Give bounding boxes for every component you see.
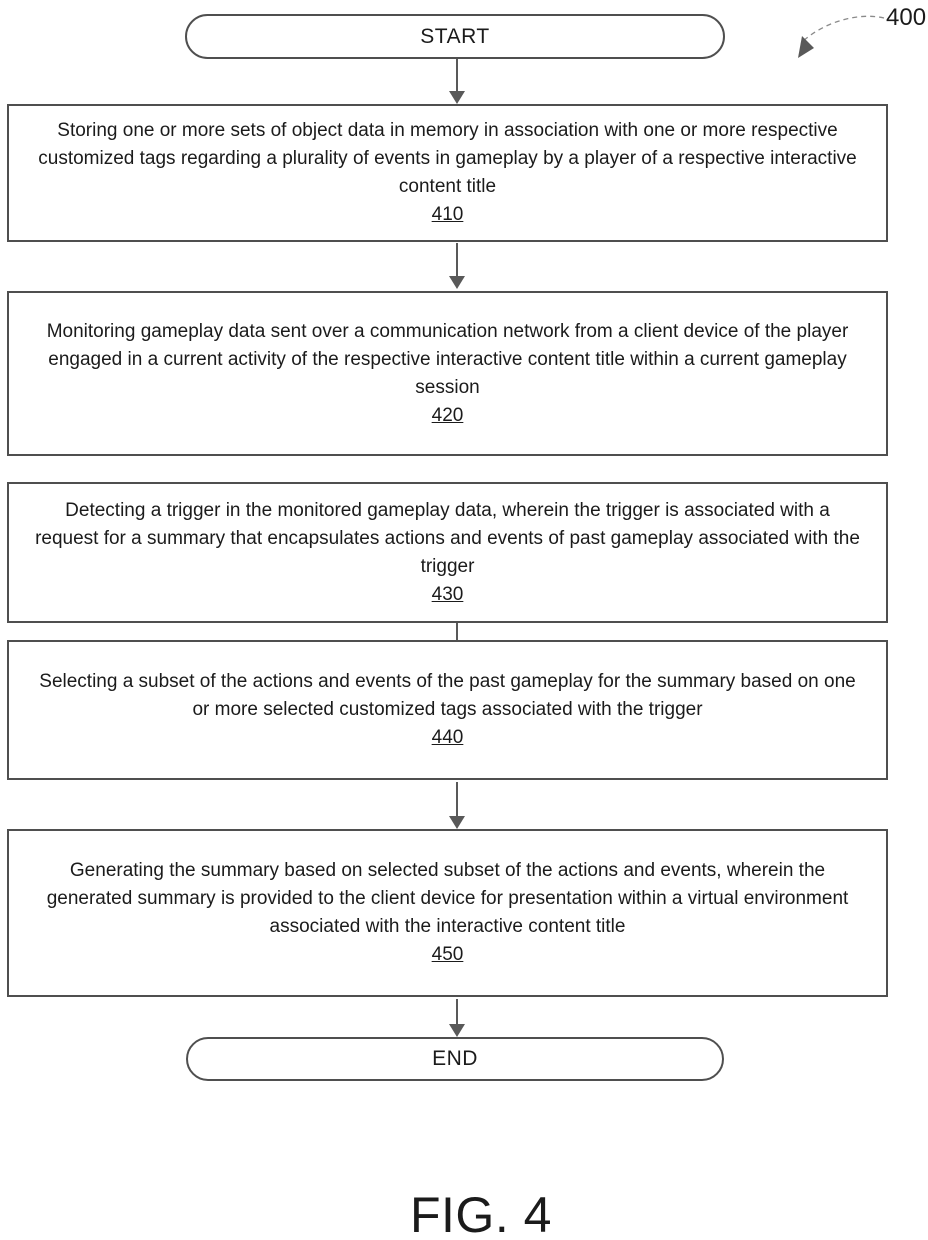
arrow-line-450-to-end (456, 999, 458, 1025)
flow-step-450-number: 450 (431, 944, 464, 965)
flow-step-410-number: 410 (431, 204, 464, 225)
arrowhead-410-to-420 (449, 276, 465, 289)
arrow-line-start-to-410 (456, 59, 458, 92)
arrowhead-start-to-410 (449, 91, 465, 104)
flow-step-450-text: Generating the summary based on selected… (46, 860, 849, 937)
arrowhead-450-to-end (449, 1024, 465, 1037)
flow-step-430-number: 430 (431, 583, 464, 605)
end-terminal: END (186, 1037, 724, 1081)
end-label: END (432, 1047, 478, 1070)
flow-step-440-text: Selecting a subset of the actions and ev… (39, 671, 856, 720)
arrow-line-410-to-420 (456, 243, 458, 277)
flow-step-420: Monitoring gameplay data sent over a com… (7, 291, 888, 456)
flow-step-450: Generating the summary based on selected… (7, 829, 888, 997)
figure-reference-number: 400 (886, 4, 927, 31)
figure-caption: FIG. 4 (410, 1187, 552, 1240)
flow-step-410-text: Storing one or more sets of object data … (38, 120, 857, 197)
flow-step-430-text: Detecting a trigger in the monitored gam… (35, 499, 860, 577)
start-label: START (420, 24, 490, 48)
flow-step-420-number: 420 (431, 404, 464, 426)
reference-pointer-arrow (798, 15, 885, 58)
arrow-line-440-to-450 (456, 782, 458, 817)
flow-step-410: Storing one or more sets of object data … (7, 104, 888, 242)
flow-step-440-number: 440 (431, 727, 464, 748)
flow-step-420-text: Monitoring gameplay data sent over a com… (46, 320, 849, 398)
flow-step-430: Detecting a trigger in the monitored gam… (7, 482, 888, 623)
flow-step-440: Selecting a subset of the actions and ev… (7, 640, 888, 780)
arrowhead-440-to-450 (449, 816, 465, 829)
connector-line-430-to-440 (456, 623, 458, 640)
start-terminal: START (185, 14, 725, 59)
